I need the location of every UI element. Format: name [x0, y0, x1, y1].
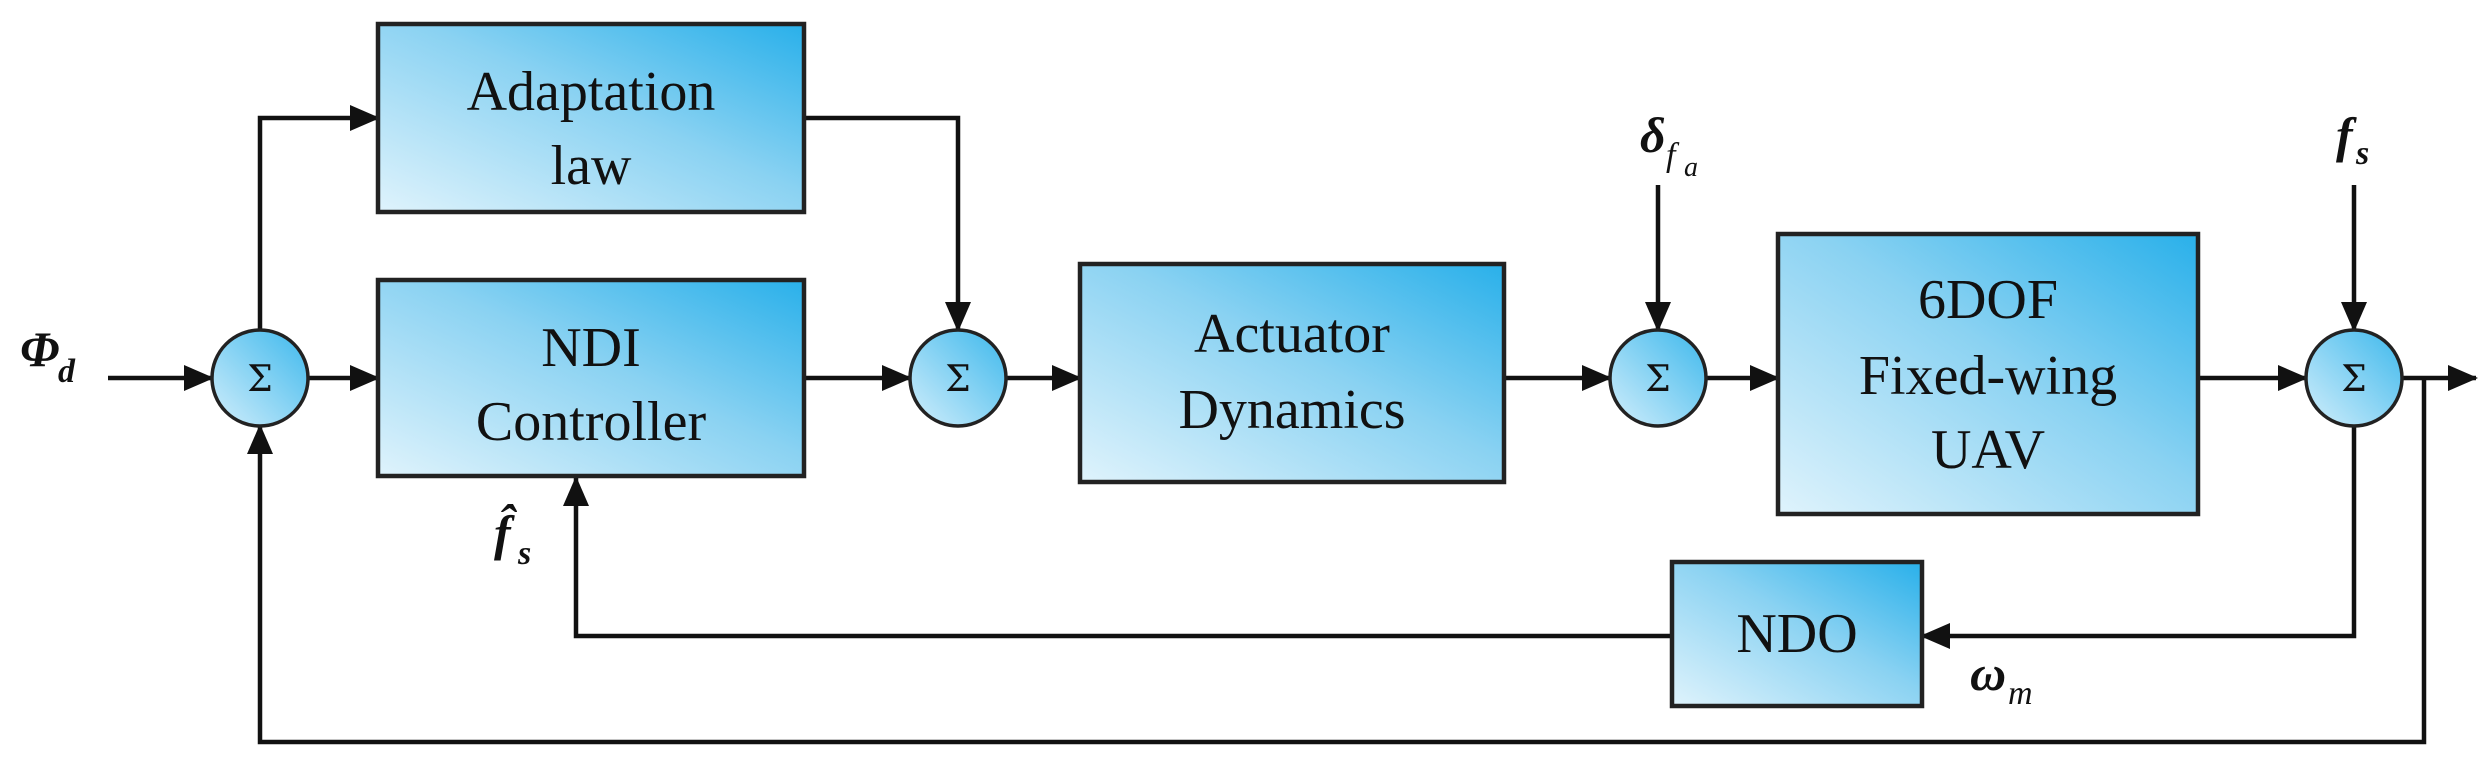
- signal-delta-main: δ: [1640, 107, 1666, 163]
- summing-symbol-1: Σ: [247, 359, 272, 400]
- signal-fs-sub: s: [2355, 135, 2369, 172]
- summing-junction-3: Σ: [1608, 328, 1708, 428]
- signal-fs-main: f: [2336, 107, 2357, 163]
- summing-junction-1: Σ: [210, 328, 310, 428]
- wire-ndo-to-ndi: [563, 476, 1672, 639]
- ndi-controller-block: NDI Controller: [375, 277, 807, 479]
- wire-adaptation-to-sum2: [804, 115, 971, 332]
- signal-f-s: f s: [2336, 107, 2369, 172]
- signal-omega-main: ω: [1970, 645, 2006, 701]
- ndi-controller-label-line1: NDI: [541, 317, 641, 379]
- adaptation-law-block: Adaptation law: [375, 21, 807, 215]
- signal-phi-d-main: Φ: [20, 321, 59, 377]
- signal-omega-m: ω m: [1970, 645, 2033, 712]
- actuator-dynamics-label-line2: Dynamics: [1178, 379, 1405, 441]
- uav-label-line2: Fixed-wing: [1859, 345, 2117, 407]
- wire-outer-feedback: [247, 378, 2427, 745]
- ndo-label: NDO: [1736, 603, 1857, 665]
- wire-sum1-to-adaptation: [257, 105, 380, 330]
- wire-sum4-to-ndo: [1920, 426, 2357, 649]
- actuator-dynamics-block: Actuator Dynamics: [1077, 261, 1507, 485]
- uav-block: 6DOF Fixed-wing UAV: [1775, 231, 2201, 517]
- summing-junction-2: Σ: [908, 328, 1008, 428]
- uav-label-line1: 6DOF: [1918, 269, 2058, 331]
- summing-symbol-3: Σ: [1645, 359, 1670, 400]
- signal-delta-fa: δ f a: [1640, 107, 1698, 183]
- ndi-controller-label-line2: Controller: [476, 391, 707, 453]
- signal-delta-subsub: a: [1684, 152, 1698, 183]
- summing-junction-4: Σ: [2304, 328, 2404, 428]
- actuator-dynamics-label-line1: Actuator: [1194, 303, 1390, 365]
- signal-omega-sub: m: [2008, 675, 2033, 712]
- signal-phi-d: Φ d: [20, 321, 76, 390]
- summing-symbol-4: Σ: [2341, 359, 2366, 400]
- signal-phi-d-sub: d: [58, 353, 76, 390]
- uav-label-line3: UAV: [1931, 419, 2045, 481]
- ndo-block: NDO: [1669, 559, 1925, 709]
- adaptation-law-label-line1: Adaptation: [467, 61, 716, 123]
- adaptation-law-label-line2: law: [551, 135, 632, 197]
- summing-symbol-2: Σ: [945, 359, 970, 400]
- signal-delta-sub: f: [1666, 137, 1680, 174]
- signal-f-s-hat: f̂ s: [494, 503, 531, 572]
- signal-fs-hat-main: f̂: [494, 503, 517, 561]
- signal-fs-hat-sub: s: [517, 535, 531, 572]
